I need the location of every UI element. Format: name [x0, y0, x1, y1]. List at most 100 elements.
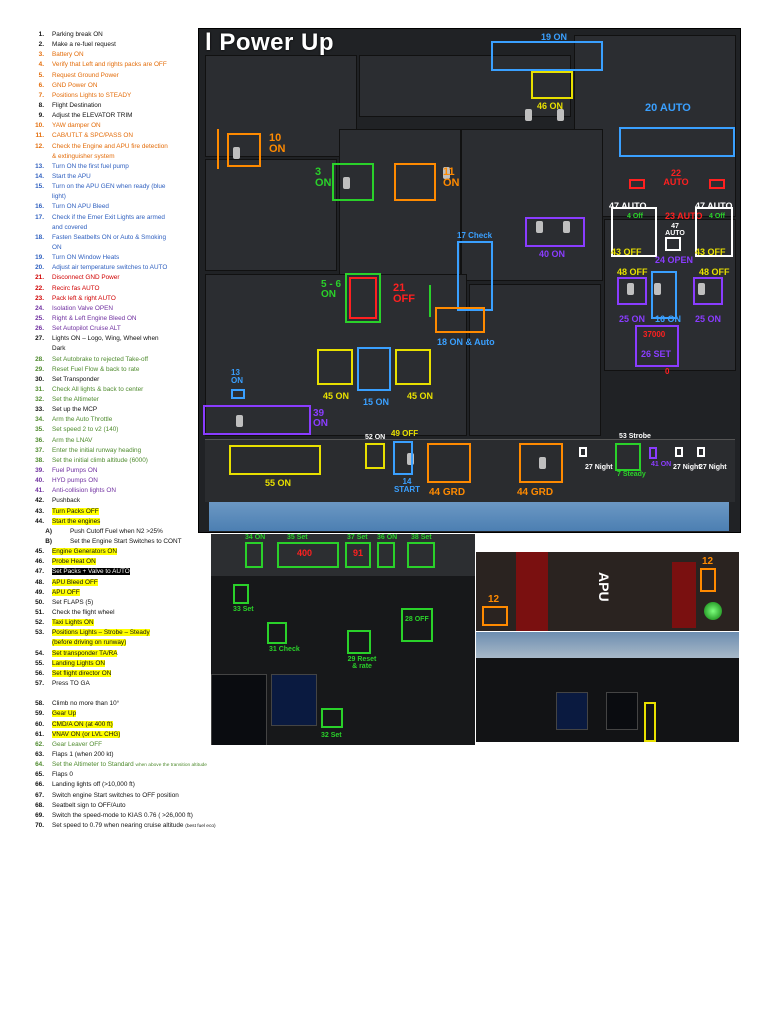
checklist-item-label: HYD pumps ON — [52, 477, 98, 485]
callout-box-44a — [427, 443, 471, 483]
checklist-item: 19.Turn ON Window Heats — [30, 253, 202, 263]
callout-label-16: 16 ON — [655, 314, 682, 324]
checklist-item-text: Disconnect GND Power — [52, 273, 119, 283]
checklist-item-label: (before driving on runway) — [52, 639, 127, 647]
checklist-item-label: Set up the MCP — [52, 406, 98, 414]
callout-label-3: 3 ON — [315, 166, 332, 189]
checklist-item-label: & extinguisher system — [52, 152, 115, 160]
checklist-item-text: Check All lights & back to center — [52, 385, 143, 395]
checklist-item-number: 20. — [35, 264, 44, 272]
switch-knob — [407, 453, 414, 465]
checklist-item: 58.Climb no more than 10° — [30, 699, 202, 709]
checklist-item-number: 19. — [35, 254, 44, 262]
checklist-item-label: Check the flight wheel — [52, 609, 115, 617]
checklist-item: 16.Turn ON APU Bleed — [30, 202, 202, 212]
checklist-item-number: 62. — [35, 740, 44, 748]
checklist-item-text: Recirc fas AUTO — [52, 284, 99, 294]
checklist-item: 8.Flight Destination — [30, 101, 202, 111]
checklist-item-label: Set the Engine Start Switches to CONT — [70, 538, 182, 546]
checklist-item-number: 36. — [35, 436, 44, 444]
checklist-item-text: Arm the Auto Throttle — [52, 415, 112, 425]
checklist-item-text: ON — [52, 243, 62, 253]
checklist-item-text: Set the Altimeter — [52, 395, 99, 405]
checklist-item-label: Set FLAPS (5) — [52, 598, 94, 606]
checklist-item-text: Probe Heat ON — [52, 557, 96, 567]
callout-box-31 — [267, 622, 287, 644]
callout-label-27c: 27 Night — [699, 464, 727, 471]
checklist-item-number: 34. — [35, 416, 44, 424]
windshield-view — [476, 632, 739, 658]
checklist-item: 42.Pushback — [30, 496, 202, 506]
checklist-item-text: Check the Engine and APU fire detection — [52, 142, 168, 152]
spacer — [397, 163, 398, 164]
switch-knob — [654, 283, 661, 295]
checklist-item-number: 48. — [35, 578, 44, 586]
checklist-item: 61.VNAV ON (or LVL CHG) — [30, 730, 202, 740]
checklist-item-label: Lights ON – Logo, Wing, Wheel when — [52, 335, 159, 343]
checklist-item: 15.Turn on the APU GEN when ready (blue — [30, 182, 202, 192]
callout-label-19: 19 ON — [541, 32, 568, 42]
checklist-item-text: Set the Engine Start Switches to CONT — [70, 537, 182, 547]
switch-knob — [539, 457, 546, 469]
checklist-item-text: Set Packs + Valve to AUTO — [52, 567, 130, 577]
checklist-item-label: GND Power ON — [52, 81, 98, 89]
callout-box-45b — [395, 349, 431, 385]
checklist-item-text: Battery ON — [52, 50, 84, 60]
checklist-item-text: Seatbelt sign to OFF/Auto — [52, 801, 126, 811]
checklist-item: 47.Set Packs + Valve to AUTO — [30, 567, 202, 577]
checklist-item-label: Engine Generators ON — [52, 548, 118, 556]
callout-box-39 — [203, 405, 311, 435]
checklist-item-text: Landing lights off (>10,000 ft) — [52, 780, 135, 790]
callout-label-4off2: 4 Off — [709, 213, 725, 220]
checklist-item-label: Landing lights off (>10,000 ft) — [52, 781, 135, 789]
checklist-item: 5.Request Ground Power — [30, 71, 202, 81]
checklist-item-label: Set Autobrake to rejected Take-off — [52, 355, 149, 363]
checklist-item-label: Turn ON the first fuel pump — [52, 162, 129, 170]
checklist-item-text: Lights ON – Logo, Wing, Wheel when — [52, 334, 159, 344]
checklist-item-text: Landing Lights ON — [52, 659, 105, 669]
checklist-item-number: 10. — [35, 122, 44, 130]
checklist-item-number: 50. — [35, 598, 44, 606]
checklist-item: 22.Recirc fas AUTO — [30, 284, 202, 294]
panel-slab — [205, 274, 467, 436]
checklist-item: 68.Seatbelt sign to OFF/Auto — [30, 801, 202, 811]
checklist-item: 51.Check the flight wheel — [30, 608, 202, 618]
checklist-item-text: Start the engines — [52, 517, 101, 527]
checklist-item-text: Gear Up — [52, 709, 77, 719]
callout-label-40: 40 ON — [539, 249, 566, 259]
checklist-item: 4.Verify that Left and rights packs are … — [30, 60, 202, 70]
checklist-item: 62.Gear Leaver OFF — [30, 740, 202, 750]
nd-screen — [606, 692, 638, 730]
apu-fire-panel-image: APU 12 12 — [476, 552, 739, 631]
checklist-item: 37.Enter the initial runway heading — [30, 446, 202, 456]
checklist-item-text: Check if the Emer Exit Lights are armed — [52, 213, 165, 223]
callout-label-47c: 47 AUTO — [695, 201, 733, 211]
checklist-item-label: APU Bleed OFF — [52, 578, 98, 586]
checklist-item-number: 21. — [35, 274, 44, 282]
checklist-item-number: 13. — [35, 162, 44, 170]
checklist-item-text: Pack left & right AUTO — [52, 294, 116, 304]
speed-readout: 400 — [297, 548, 313, 558]
checklist-item-label: Fuel Pumps ON — [52, 467, 98, 475]
checklist-item-label: Battery ON — [52, 51, 84, 59]
callout-label-41: 41 ON — [651, 461, 672, 468]
checklist-item-number: 6. — [38, 81, 44, 89]
callout-box-48b — [693, 277, 723, 305]
callout-label-28: 28 OFF — [405, 616, 429, 623]
callout-label-15: 15 ON — [363, 397, 390, 407]
checklist-item-text: Set flight director ON — [52, 669, 112, 679]
checklist-item: 36. Arm the LNAV — [30, 436, 202, 446]
checklist-item: 60.CMD/A ON (at 400 ft) — [30, 720, 202, 730]
callout-label-37: 37 Set — [347, 534, 368, 541]
checklist-item-text: Arm the LNAV — [52, 436, 92, 446]
checklist-item-text: CAB/UTLT & SPC/PASS ON — [52, 131, 133, 141]
callout-box-26 — [635, 325, 679, 367]
checklist-item-label: Reset Fuel Flow & back to rate — [52, 365, 140, 373]
checklist-item-note: (best fuel eco) — [185, 823, 216, 829]
checklist-item-number: 27. — [35, 335, 44, 343]
checklist-item: 38.Set the initial climb altitude (6000) — [30, 456, 202, 466]
checklist-item-label: Positions Lights to STEADY — [52, 91, 132, 99]
callout-label-38: 38 Set — [411, 534, 432, 541]
checklist-item-text: Check the flight wheel — [52, 608, 115, 618]
checklist-item-label: Set speed 2 to v2 (140) — [52, 426, 119, 434]
